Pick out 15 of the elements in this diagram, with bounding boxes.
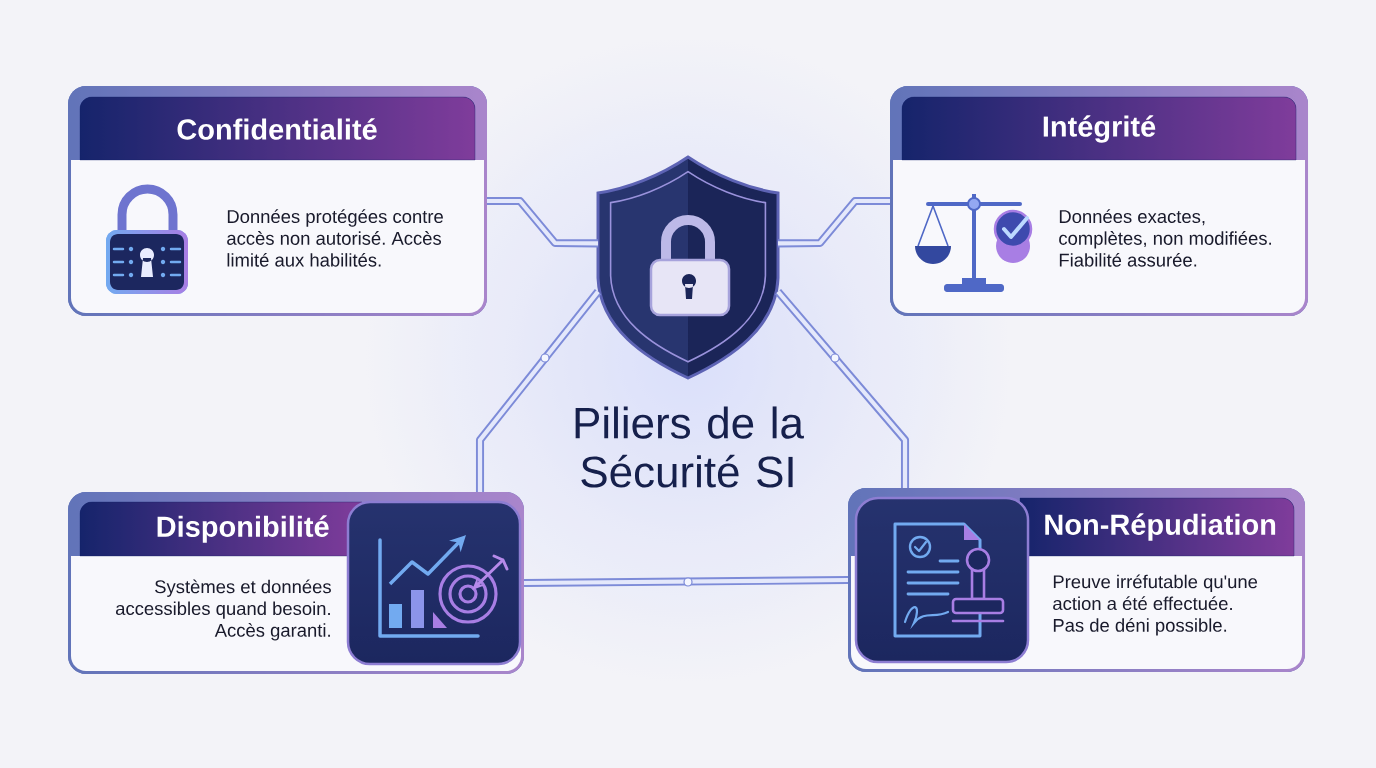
shield-icon <box>596 155 780 380</box>
card-title: Non-Répudiation <box>1045 513 1276 541</box>
title: Piliers de la Sécurité SI <box>575 406 804 488</box>
circuit-line <box>475 289 602 492</box>
description-text: Systèmes et données accessibles quand besoin. Accès garanti. <box>116 579 331 641</box>
description-text: Données exactes, complètes, non modifiées. Fiabilité assurée. <box>1059 209 1271 267</box>
card-title: Confidentialité <box>177 118 377 140</box>
circuit-line <box>774 289 910 488</box>
description-text: Preuve irréfutable qu'une action a été effectuée. Pas de déni possible. <box>1053 574 1258 636</box>
circuit-line <box>778 196 890 248</box>
card-title: Intégrité <box>1043 115 1156 143</box>
circuit-line <box>523 575 849 588</box>
description-text: Données protégées contre accès non autorisé. Accès limité aux habilités. <box>227 209 443 267</box>
circuit-line <box>487 196 599 248</box>
card-title: Disponibilité <box>157 515 329 543</box>
